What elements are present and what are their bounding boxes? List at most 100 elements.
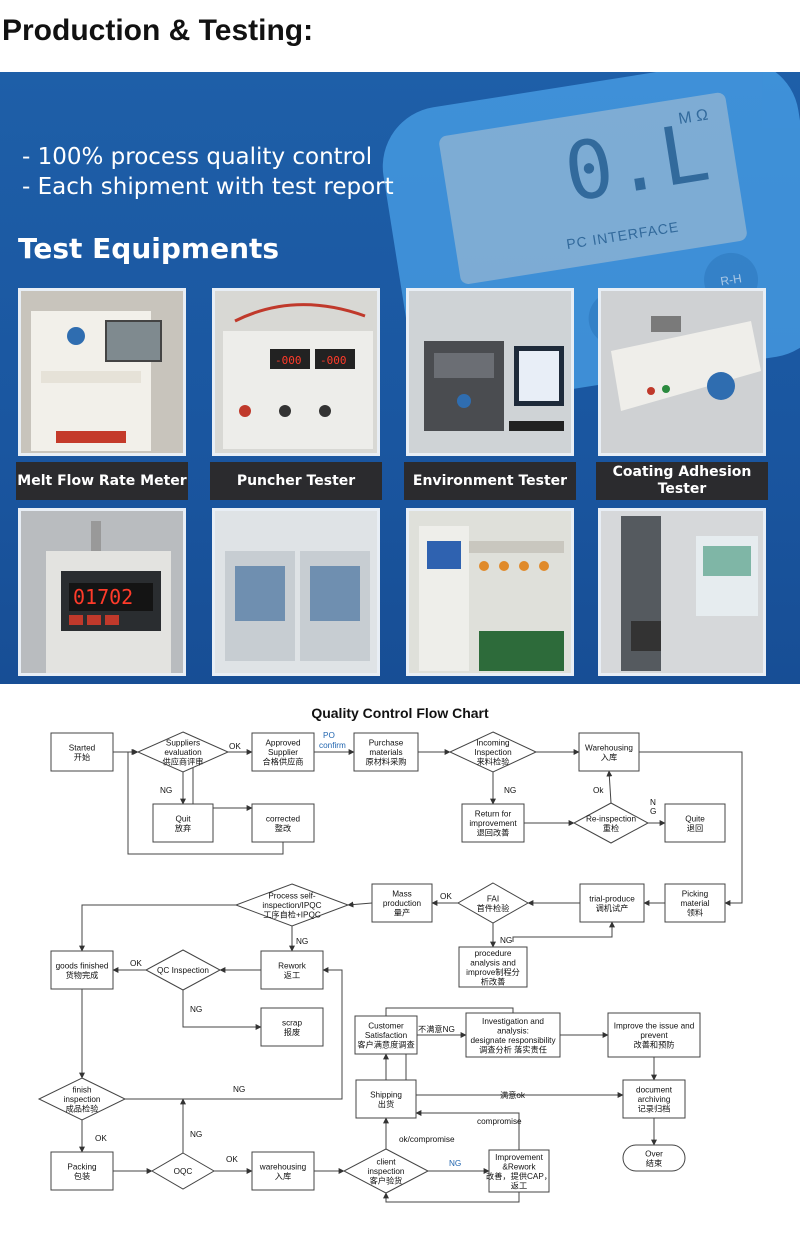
flow-node-text: Purchase — [369, 739, 404, 748]
flow-node-text: improve制程分 — [466, 967, 520, 977]
flow-node-text: 客户满意度调查 — [357, 1040, 414, 1050]
flow-node-text: Customer — [368, 1022, 404, 1031]
flow-node-text: Supplier — [268, 748, 298, 757]
flow-edge — [606, 770, 613, 804]
edge-label-ok-reinsp: Ok — [593, 786, 604, 795]
flow-node-shape — [664, 803, 726, 843]
edge-label-compromise: compromise — [477, 1117, 522, 1126]
edge-label-ng-qc: NG — [190, 1005, 202, 1014]
label-puncher-tester: Puncher Tester — [210, 462, 382, 500]
flow-node-text: Investigation and — [482, 1017, 544, 1026]
flow-edge — [125, 967, 343, 1100]
flow-node-text: scrap — [282, 1018, 302, 1027]
edge-label-ng-reinsp2: G — [650, 807, 656, 816]
svg-text:-000: -000 — [320, 354, 347, 367]
flow-node-text: Over — [645, 1149, 663, 1158]
flow-node-text: 领料 — [687, 908, 703, 918]
label-environment-tester: Environment Tester — [404, 462, 576, 500]
flow-node-shape — [50, 732, 114, 772]
flow-node-shape — [607, 1012, 701, 1058]
flow-node-text: 改善和预防 — [634, 1040, 675, 1050]
flow-node-text: Rework — [278, 961, 307, 970]
flow-node-text: evaluation — [164, 748, 202, 757]
flow-node-text: 工序自检+IPQC — [263, 910, 321, 920]
flow-node-shape — [353, 732, 419, 772]
flow-node-shape — [260, 950, 324, 990]
flow-node-text: Quite — [685, 814, 705, 823]
bending-tester-photo — [406, 508, 574, 676]
flow-node-shape — [234, 883, 350, 927]
flow-node-shape — [622, 1144, 686, 1172]
test-equipment-banner: 0.L M Ω PC INTERFACE D-H R-H - 100% proc… — [0, 72, 800, 684]
flow-node-text: material — [680, 899, 709, 908]
flow-chart-canvas: Started开始Suppliersevaluation供应商评审Approve… — [37, 731, 743, 1203]
flow-node-text: 开始 — [74, 752, 90, 762]
flow-node-shape — [342, 1148, 430, 1194]
flow-node-text: procedure — [475, 949, 512, 958]
melt-flow-meter-photo — [18, 288, 186, 456]
flow-node-text: 调查分析 落实责任 — [479, 1044, 547, 1054]
flow-node-shape — [37, 1077, 127, 1121]
flow-node-text: FAI — [487, 894, 499, 903]
flow-node-text: &Rework — [502, 1162, 536, 1171]
flow-node-text: 记录归档 — [638, 1104, 671, 1114]
flow-node-shape — [152, 803, 214, 843]
edge-label-bu-manyi: 不满意NG — [418, 1024, 455, 1034]
flow-node-oqc: OQC — [151, 1152, 215, 1190]
flow-node-shape — [579, 883, 645, 923]
flow-node-text: finish — [72, 1086, 92, 1095]
flow-edge — [385, 1007, 514, 1016]
flow-node-text: 重检 — [603, 823, 619, 833]
flow-node-shape — [251, 732, 315, 772]
flow-node-shape — [50, 1151, 114, 1191]
label-coating-adhesion-tester: Coating Adhesion Tester — [596, 462, 768, 500]
edge-label-manyi-ok: 满意ok — [500, 1090, 526, 1100]
flow-node-text: warehousing — [259, 1162, 307, 1171]
flow-edge — [639, 751, 743, 906]
flow-node-text: 返工 — [284, 970, 300, 980]
flow-node-text: analysis: — [497, 1026, 529, 1035]
flow-node-text: 成品检验 — [66, 1104, 99, 1114]
flow-node-text: Improve the issue and — [614, 1022, 695, 1031]
flow-node-text: Quit — [175, 814, 191, 823]
coating-adhesion-tester-photo — [598, 288, 766, 456]
bullet-test-report: - Each shipment with test report — [22, 174, 394, 200]
flow-node-shape — [572, 802, 650, 844]
flow-node-text: 首件检验 — [477, 903, 510, 913]
flow-node-text: 入库 — [601, 752, 617, 762]
flow-edge — [127, 749, 284, 855]
flow-node-text: archiving — [638, 1095, 671, 1104]
flow-node-shape — [50, 950, 114, 990]
flow-node-shape — [458, 946, 528, 988]
flow-node-text: 客户验货 — [370, 1176, 403, 1186]
edge-label-ng-reinsp: N — [650, 798, 656, 807]
flow-node-shape — [456, 882, 530, 924]
label-melt-flow-rate-meter: Melt Flow Rate Meter — [16, 462, 188, 500]
flow-node-text: Process self- — [268, 892, 316, 901]
flow-node-text: Started — [69, 743, 96, 752]
flow-node-qc-inspection: QC Inspection — [144, 949, 222, 991]
flow-node-text: prevent — [640, 1031, 668, 1040]
flow-node-text: inspection — [368, 1167, 405, 1176]
flow-node-text: 供应商评审 — [163, 757, 204, 767]
page-title: Production & Testing: — [2, 14, 314, 47]
flow-node-text: 入库 — [275, 1171, 291, 1181]
